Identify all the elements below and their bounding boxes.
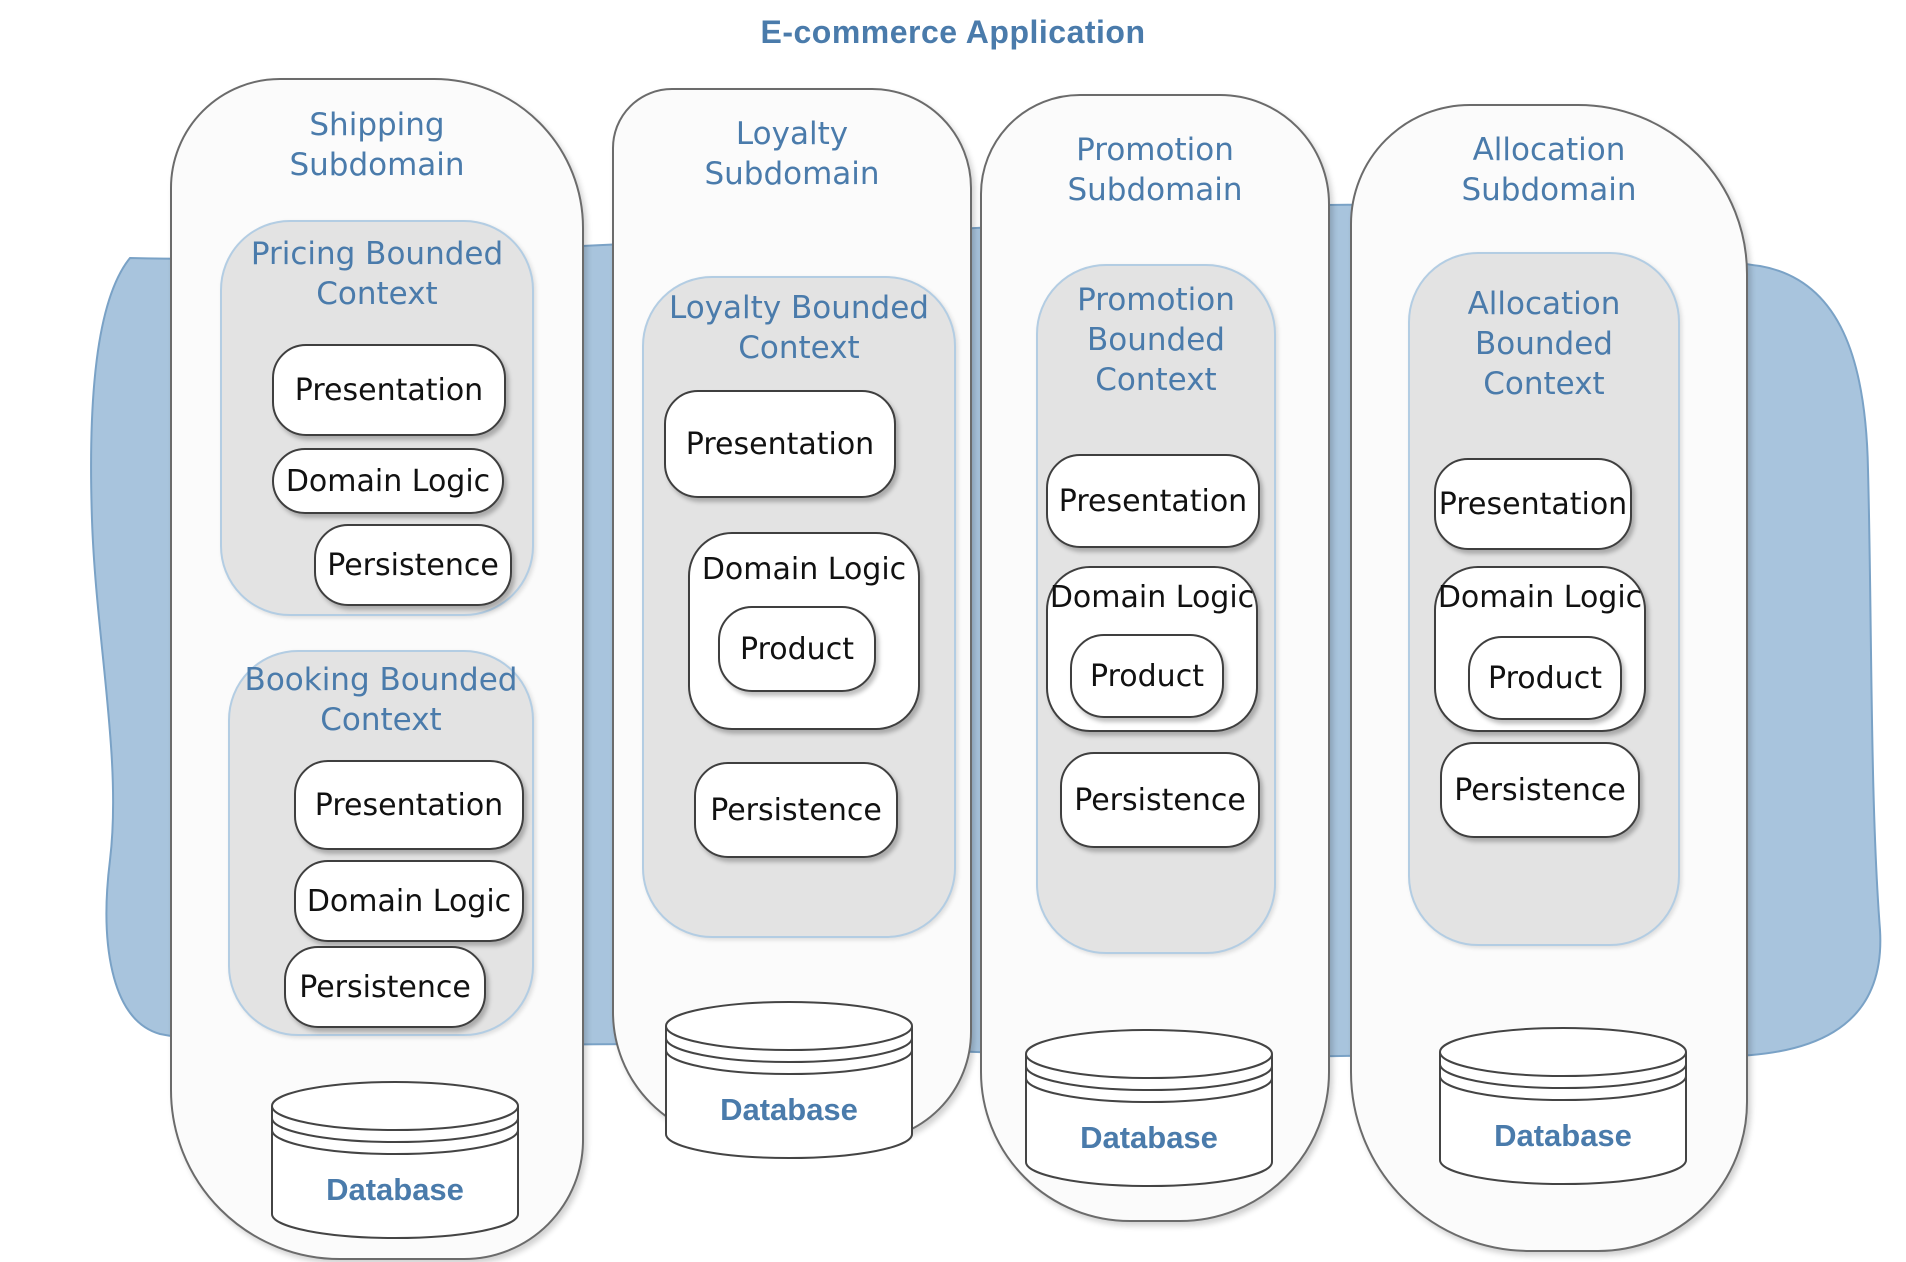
persistence-layer: Persistence bbox=[694, 762, 898, 858]
context-title: Loyalty Bounded Context bbox=[644, 288, 954, 368]
presentation-layer: Presentation bbox=[1046, 454, 1260, 548]
database-cylinder: Database bbox=[270, 1080, 520, 1244]
subdomain-title-line2: Subdomain bbox=[1461, 172, 1637, 208]
domain-logic-label: Domain Logic bbox=[1049, 580, 1255, 615]
bounded-context-pricing: Pricing Bounded Context Presentation Dom… bbox=[220, 220, 534, 616]
database-cylinder: Database bbox=[1438, 1026, 1688, 1190]
context-title: Allocation Bounded Context bbox=[1410, 284, 1678, 404]
domain-logic-label: Domain Logic bbox=[701, 552, 907, 587]
database-label: Database bbox=[1080, 1120, 1218, 1155]
presentation-layer: Presentation bbox=[1434, 458, 1632, 550]
presentation-layer: Presentation bbox=[294, 760, 524, 850]
context-title-line1: Booking Bounded bbox=[244, 662, 518, 698]
bounded-context-loyalty: Loyalty Bounded Context Presentation Dom… bbox=[642, 276, 956, 938]
product-entity: Product bbox=[1468, 636, 1622, 720]
subdomain-title-line2: Subdomain bbox=[704, 156, 880, 192]
database-cylinder: Database bbox=[664, 1000, 914, 1164]
persistence-layer: Persistence bbox=[1440, 742, 1640, 838]
context-title-line3: Context bbox=[1483, 366, 1605, 402]
context-title-line1: Pricing Bounded bbox=[250, 236, 504, 272]
context-title-line2: Bounded bbox=[1087, 322, 1225, 358]
context-title: Booking Bounded Context bbox=[230, 660, 532, 740]
subdomain-title-line2: Subdomain bbox=[1067, 172, 1243, 208]
context-title-line2: Context bbox=[316, 276, 438, 312]
presentation-layer: Presentation bbox=[664, 390, 896, 498]
database-icon bbox=[271, 1081, 519, 1239]
database-icon bbox=[1025, 1029, 1273, 1187]
subdomain-promotion: Promotion Subdomain Promotion Bounded Co… bbox=[980, 94, 1330, 1222]
persistence-layer: Persistence bbox=[1060, 752, 1260, 848]
subdomain-title-line1: Allocation bbox=[1472, 132, 1626, 168]
subdomain-title-line1: Promotion bbox=[1076, 132, 1234, 168]
subdomain-shipping: Shipping Subdomain Pricing Bounded Conte… bbox=[170, 78, 584, 1260]
context-title: Promotion Bounded Context bbox=[1038, 280, 1274, 400]
bounded-context-promotion: Promotion Bounded Context Presentation D… bbox=[1036, 264, 1276, 954]
context-title-line1: Loyalty Bounded bbox=[669, 290, 929, 326]
database-label: Database bbox=[1494, 1118, 1632, 1153]
domain-logic-layer: Domain Logic Product bbox=[1434, 566, 1646, 732]
product-entity: Product bbox=[1070, 634, 1224, 718]
bounded-context-booking: Booking Bounded Context Presentation Dom… bbox=[228, 650, 534, 1036]
database-icon bbox=[665, 1001, 913, 1159]
context-title-line2: Context bbox=[320, 702, 442, 738]
subdomain-title: Loyalty Subdomain bbox=[614, 114, 970, 194]
database-cylinder: Database bbox=[1024, 1028, 1274, 1192]
subdomain-title-line1: Loyalty bbox=[735, 116, 849, 152]
database-label: Database bbox=[720, 1092, 858, 1127]
context-title: Pricing Bounded Context bbox=[222, 234, 532, 314]
persistence-layer: Persistence bbox=[314, 524, 512, 606]
product-entity: Product bbox=[718, 606, 876, 692]
domain-logic-layer: Domain Logic bbox=[272, 448, 504, 514]
context-title-line2: Bounded bbox=[1475, 326, 1613, 362]
domain-logic-layer: Domain Logic bbox=[294, 860, 524, 942]
subdomain-loyalty: Loyalty Subdomain Loyalty Bounded Contex… bbox=[612, 88, 972, 1159]
domain-logic-label: Domain Logic bbox=[1437, 580, 1643, 615]
database-icon bbox=[1439, 1027, 1687, 1185]
subdomain-title: Allocation Subdomain bbox=[1352, 130, 1746, 210]
context-title-line3: Context bbox=[1095, 362, 1217, 398]
context-title-line2: Context bbox=[738, 330, 860, 366]
domain-logic-layer: Domain Logic Product bbox=[1046, 566, 1258, 732]
context-title-line1: Promotion bbox=[1077, 282, 1235, 318]
subdomain-title-line1: Shipping bbox=[309, 107, 445, 143]
subdomain-title: Promotion Subdomain bbox=[982, 130, 1328, 210]
bounded-context-allocation: Allocation Bounded Context Presentation … bbox=[1408, 252, 1680, 946]
domain-logic-layer: Domain Logic Product bbox=[688, 532, 920, 730]
persistence-layer: Persistence bbox=[284, 946, 486, 1028]
presentation-layer: Presentation bbox=[272, 344, 506, 436]
subdomain-title: Shipping Subdomain bbox=[172, 105, 582, 185]
database-label: Database bbox=[326, 1172, 464, 1207]
context-title-line1: Allocation bbox=[1467, 286, 1621, 322]
diagram-title: E-commerce Application bbox=[760, 14, 1146, 50]
subdomain-title-line2: Subdomain bbox=[289, 147, 465, 183]
subdomain-allocation: Allocation Subdomain Allocation Bounded … bbox=[1350, 104, 1748, 1252]
